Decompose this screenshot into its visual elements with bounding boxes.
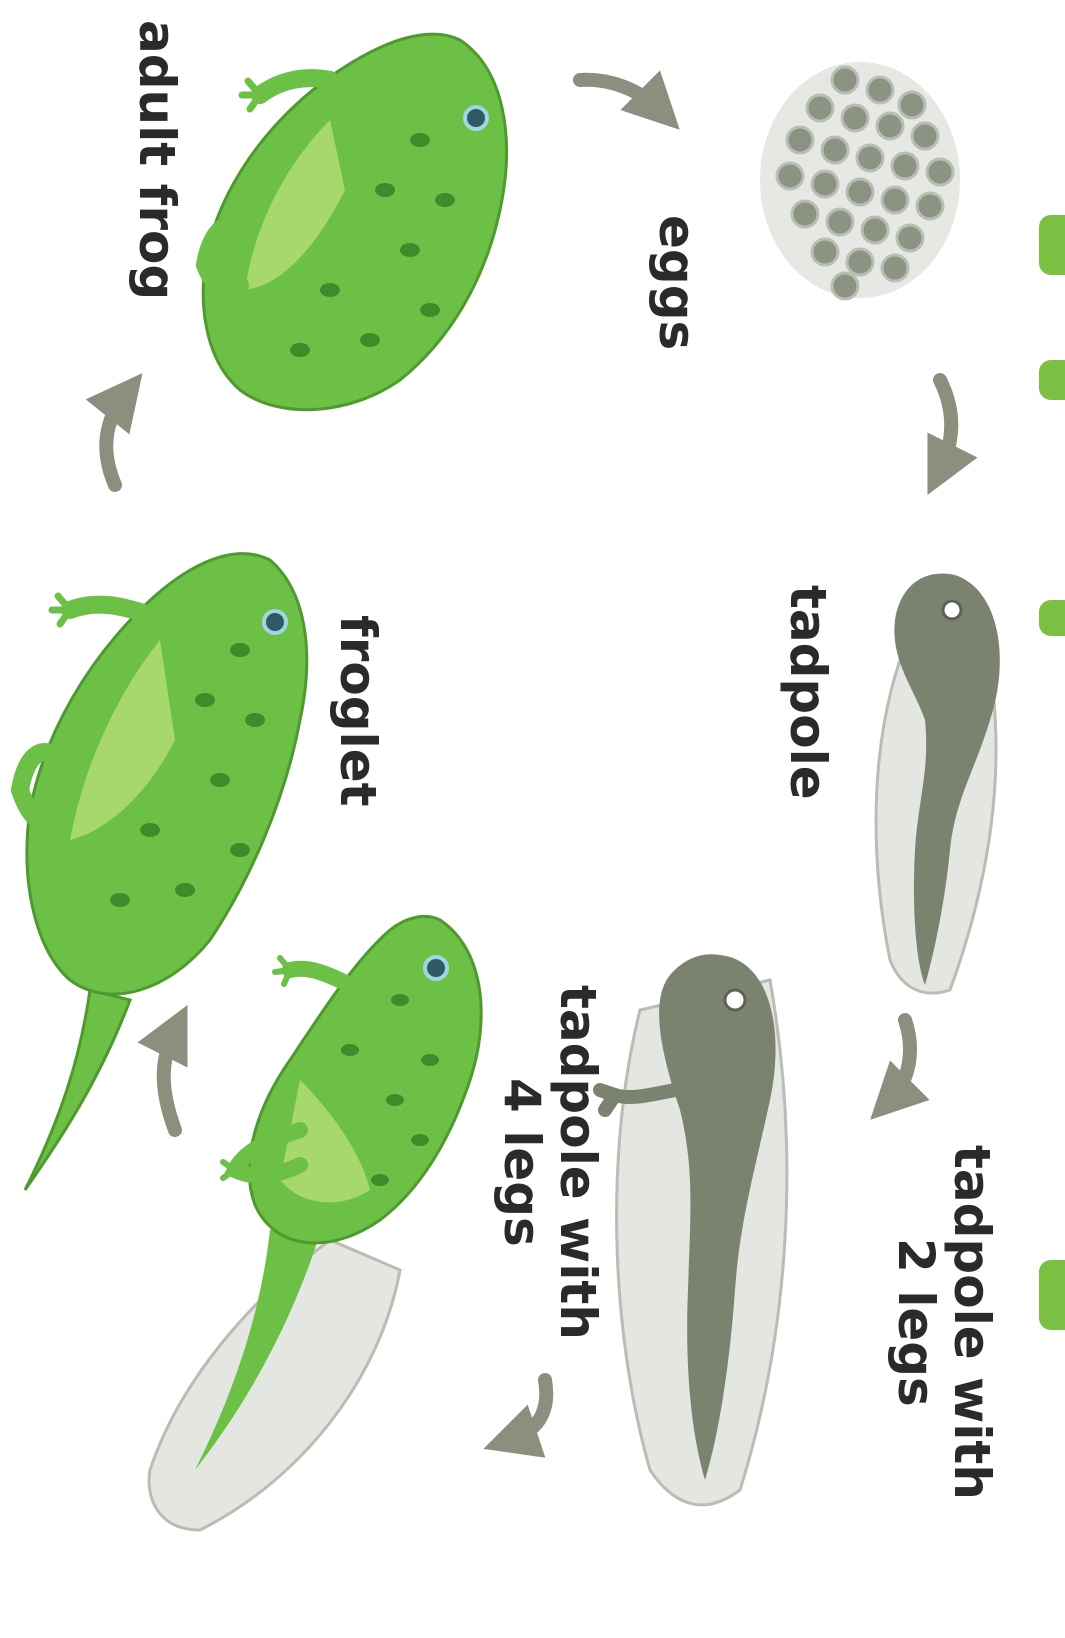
tadpole-2-legs-illustration [600, 954, 787, 1505]
label-eggs: eggs [649, 215, 705, 350]
label-tadpole-2-legs-line2: 2 legs [888, 1145, 944, 1500]
label-tadpole: tadpole [780, 585, 836, 800]
label-tadpole-2-legs: tadpole with 2 legs [888, 1145, 1000, 1500]
label-tadpole-text: tadpole [779, 585, 837, 800]
adult-frog-illustration [203, 34, 506, 410]
label-tadpole-2-legs-line1: tadpole with [944, 1145, 1000, 1500]
label-tadpole-4-legs: tadpole with 4 legs [494, 985, 606, 1340]
label-adult-frog-text: adult frog [128, 20, 186, 300]
label-tadpole-4-legs-line1: tadpole with [550, 985, 606, 1340]
label-adult-frog: adult frog [129, 20, 185, 300]
label-froglet-text: froglet [329, 615, 387, 807]
label-froglet: froglet [330, 615, 386, 807]
label-eggs-text: eggs [648, 215, 706, 350]
label-tadpole-4-legs-line2: 4 legs [494, 985, 550, 1340]
tadpole-4-legs-illustration [149, 916, 481, 1530]
eggs-illustration [760, 62, 960, 299]
tadpole-illustration [876, 573, 1000, 993]
